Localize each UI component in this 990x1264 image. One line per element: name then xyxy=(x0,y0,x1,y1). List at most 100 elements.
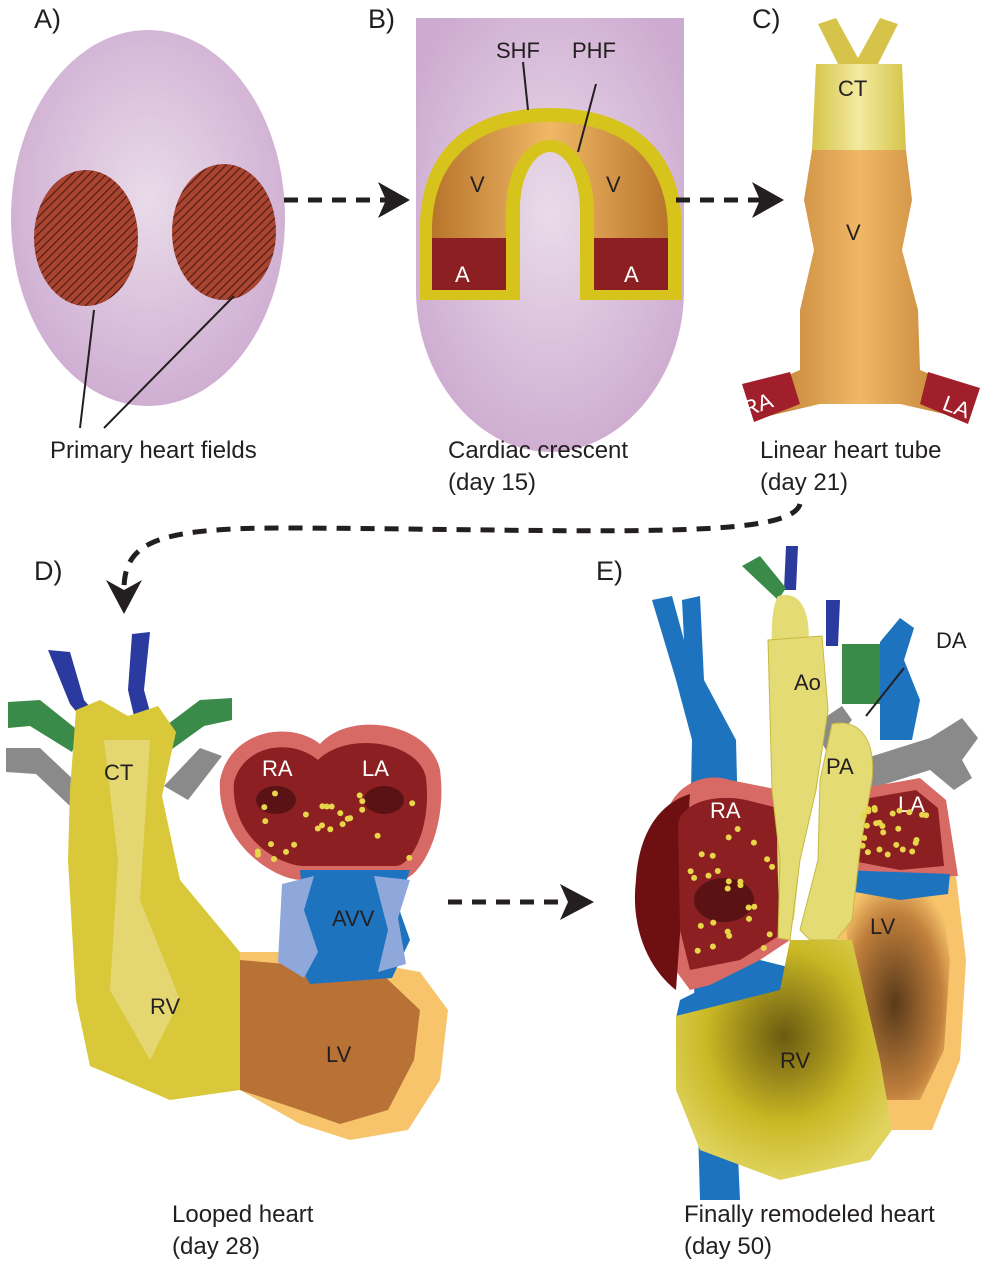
arrow-d-to-e-head xyxy=(560,884,594,920)
atrial-dot xyxy=(767,931,773,937)
atrial-dot xyxy=(909,849,915,855)
atrial-dot xyxy=(746,905,752,911)
atrial-dot xyxy=(865,849,871,855)
atrial-dot xyxy=(698,923,704,929)
atrial-dot xyxy=(914,837,920,843)
panel-e-caption-2: (day 50) xyxy=(684,1233,772,1260)
atrial-dot xyxy=(738,882,744,888)
vessel-navy-right-d xyxy=(128,632,150,716)
atrial-dot xyxy=(337,810,343,816)
ct-label-c: CT xyxy=(838,76,867,101)
vessel-navy-top-e xyxy=(784,546,798,590)
atrial-dot xyxy=(262,818,268,824)
panel-b: B) SHF PHF V V A A Cardiac crescent (day… xyxy=(368,4,684,496)
atrial-dot xyxy=(919,812,925,818)
atrial-dot xyxy=(893,842,899,848)
atrial-dot xyxy=(261,804,267,810)
arrow-c-to-d-head xyxy=(106,580,142,614)
vessel-green-top-e xyxy=(742,556,786,600)
panel-d-caption-2: (day 28) xyxy=(172,1233,260,1260)
atrial-dot xyxy=(861,835,867,841)
atrial-dot xyxy=(895,826,901,832)
ra-vein-opening-e xyxy=(694,878,754,922)
lv-label-e: LV xyxy=(870,914,896,939)
atrial-dot xyxy=(860,843,866,849)
atrial-dot xyxy=(324,804,330,810)
atrial-dot xyxy=(900,847,906,853)
atrial-dot xyxy=(315,826,321,832)
atrial-dot xyxy=(877,847,883,853)
panel-b-letter: B) xyxy=(368,4,395,34)
ra-label-d: RA xyxy=(262,756,293,781)
ao-label-e: Ao xyxy=(794,670,821,695)
panel-c-letter: C) xyxy=(752,4,781,34)
atrial-dot xyxy=(885,852,891,858)
panel-b-caption-1: Cardiac crescent xyxy=(448,437,628,464)
atrial-dot xyxy=(872,805,878,811)
rv-label-d: RV xyxy=(150,994,180,1019)
atrial-dot xyxy=(359,798,365,804)
panel-d: D) CT RA LA AVV RV LV Looped heart (day … xyxy=(6,556,448,1260)
rv-label-e: RV xyxy=(780,1048,810,1073)
atrial-dot xyxy=(861,813,867,819)
lv-label-d: LV xyxy=(326,1042,352,1067)
atrial-dot xyxy=(865,808,871,814)
panel-e-caption-1: Finally remodeled heart xyxy=(684,1201,935,1228)
panel-d-letter: D) xyxy=(34,556,63,586)
atrial-dot xyxy=(691,875,697,881)
vessel-green-left-d xyxy=(8,700,80,752)
atrial-dot xyxy=(347,815,353,821)
pa-label-e: PA xyxy=(826,754,854,779)
atrial-dot xyxy=(873,820,879,826)
vessel-grey-right-d xyxy=(164,748,222,800)
panel-c: C) CT V RA LA Linear heart tube (day 21) xyxy=(739,4,980,496)
atrial-dot xyxy=(255,852,261,858)
atrial-dot xyxy=(291,842,297,848)
atrial-dot xyxy=(726,933,732,939)
panel-e: E) Ao DA PA RA xyxy=(596,546,978,1260)
atrial-dot xyxy=(303,812,309,818)
atrial-dot xyxy=(359,807,365,813)
atrial-dot xyxy=(769,864,775,870)
atrial-dot xyxy=(283,849,289,855)
atrial-dot xyxy=(710,944,716,950)
atrial-dot xyxy=(726,878,732,884)
primary-heart-field-right xyxy=(172,164,276,300)
shf-label: SHF xyxy=(496,38,540,63)
atrial-dot xyxy=(357,792,363,798)
primary-heart-field-left xyxy=(34,170,138,306)
panel-a-caption: Primary heart fields xyxy=(50,437,257,464)
atrial-dot xyxy=(710,920,716,926)
atrial-dot xyxy=(688,868,694,874)
atrial-dot xyxy=(268,841,274,847)
avv-label-d: AVV xyxy=(332,906,375,931)
panel-c-caption-1: Linear heart tube xyxy=(760,437,941,464)
atrial-dot xyxy=(725,886,731,892)
panel-e-letter: E) xyxy=(596,556,623,586)
atrial-dot xyxy=(761,945,767,951)
atrial-dot xyxy=(340,821,346,827)
la-label-d: LA xyxy=(362,756,389,781)
vein-opening-left-d xyxy=(256,786,296,814)
atrial-dot xyxy=(715,868,721,874)
vessel-navy-mid-e xyxy=(826,600,840,646)
arrow-c-to-d xyxy=(124,504,800,588)
atrial-dot xyxy=(735,826,741,832)
atrial-dot xyxy=(272,791,278,797)
ventricle-left-label: V xyxy=(470,172,485,197)
da-label-e: DA xyxy=(936,628,967,653)
ventricle-right-label: V xyxy=(606,172,621,197)
atrial-dot xyxy=(746,916,752,922)
panel-c-caption-2: (day 21) xyxy=(760,469,848,496)
ct-label-d: CT xyxy=(104,760,133,785)
atrial-dot xyxy=(726,834,732,840)
atrial-dot xyxy=(271,856,277,862)
atrial-dot xyxy=(406,855,412,861)
ra-label-e: RA xyxy=(710,798,741,823)
atrial-dot xyxy=(409,800,415,806)
atrial-dot xyxy=(897,808,903,814)
outflow-branches xyxy=(818,18,898,68)
panel-a: A) Primary heart fields xyxy=(11,4,285,464)
panel-b-caption-2: (day 15) xyxy=(448,469,536,496)
atrial-dot xyxy=(906,809,912,815)
